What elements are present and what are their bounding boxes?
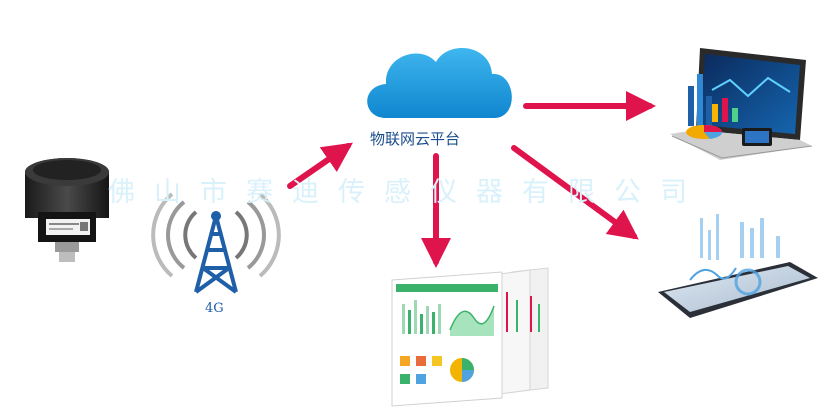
cloud-platform-label: 物联网云平台 — [370, 130, 461, 148]
dashboard-screens-image — [391, 267, 549, 407]
arrow-cloud-to-phone — [511, 145, 639, 240]
flow-arrows — [287, 91, 656, 268]
pressure-sensor-image — [25, 158, 109, 262]
smartphone-hologram-image — [658, 214, 818, 318]
company-watermark: 佛山市赛迪传感仪器有限公司 — [108, 177, 706, 208]
cloud-icon — [367, 48, 512, 118]
laptop-dashboard-image — [670, 48, 813, 160]
arrow-tower-to-cloud — [287, 142, 353, 189]
network-label: 4G — [205, 301, 224, 316]
tower-icon — [151, 192, 281, 294]
